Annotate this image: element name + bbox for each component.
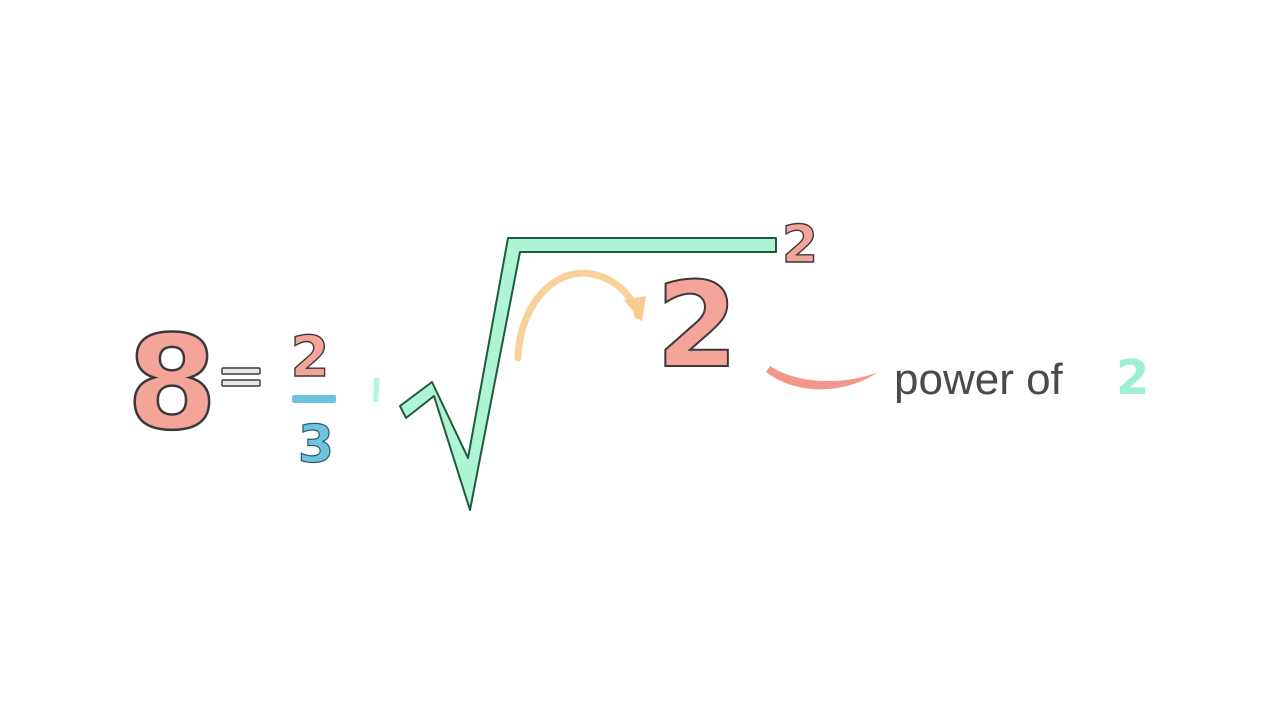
radicand-number: 2 <box>656 256 738 394</box>
outer-exponent: 2 <box>782 215 818 275</box>
curved-arrow <box>514 269 646 362</box>
base-number: 8 <box>127 307 217 459</box>
annotation-value: 2 <box>1116 350 1149 406</box>
swoosh-pointer <box>766 366 878 390</box>
fraction-bar <box>292 395 336 403</box>
radical-sign <box>399 237 777 511</box>
comma-mark <box>373 378 380 402</box>
equals-sign <box>221 367 261 387</box>
fraction-numerator: 2 <box>291 325 330 390</box>
annotation-text: power of <box>894 355 1064 404</box>
fraction-denominator: 3 <box>298 415 334 475</box>
